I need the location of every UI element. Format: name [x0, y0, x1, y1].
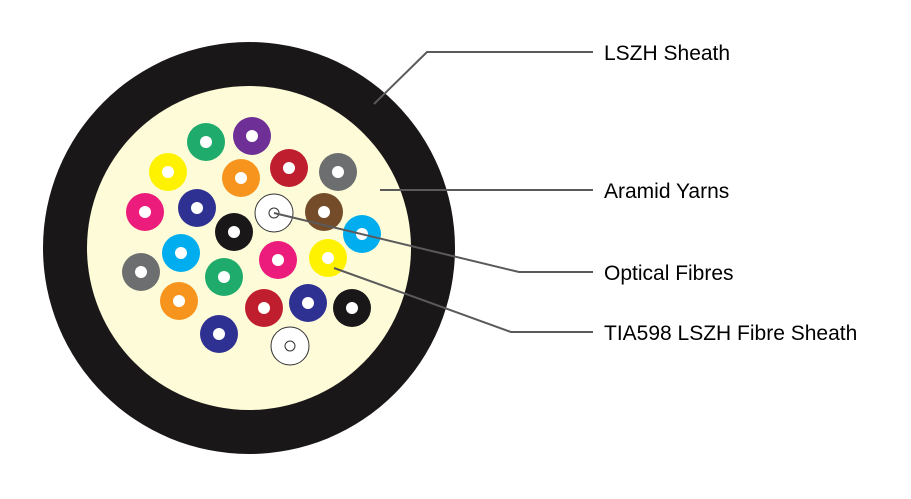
fibre-core-pink-center [272, 254, 284, 266]
label-optical-fibres: Optical Fibres [604, 262, 734, 285]
fibre-core-grey-top [332, 166, 344, 178]
fibre-core-green-top [200, 136, 212, 148]
fibre-core-red-bottom [258, 302, 270, 314]
fibre-core-orange-top [235, 172, 247, 184]
fibre-core-brown [318, 206, 330, 218]
leader-lines [273, 51, 593, 333]
leader-line-fibres [273, 212, 593, 273]
fibre-core-black-right [346, 302, 358, 314]
fibre-core-grey-left [135, 266, 147, 278]
fibre-core-orange-left [173, 295, 185, 307]
optical-fibres-group [122, 117, 381, 366]
fibre-core-blue-bottom-right [302, 297, 314, 309]
fibre-core-blue-left [191, 202, 203, 214]
fibre-core-blue-bottom-left [213, 328, 225, 340]
fibre-core-yellow-left [162, 166, 174, 178]
fibre-core-pink-left [139, 206, 151, 218]
fibre-core-green-center [218, 271, 230, 283]
fibre-core-yellow-right [322, 252, 334, 264]
fibre-core-aqua-left [175, 247, 187, 259]
label-aramid-yarns: Aramid Yarns [604, 180, 729, 203]
fibre-core-red-top [283, 162, 295, 174]
leader-line-fibre-sheath [333, 267, 593, 333]
label-tia598-fibre-sheath: TIA598 LSZH Fibre Sheath [604, 322, 857, 345]
fibre-core-white-bottom [284, 340, 296, 352]
fibre-core-black-center [228, 226, 240, 238]
label-lszh-sheath: LSZH Sheath [604, 42, 730, 65]
fibre-core-violet [246, 130, 258, 142]
leader-line-sheath [373, 51, 593, 105]
